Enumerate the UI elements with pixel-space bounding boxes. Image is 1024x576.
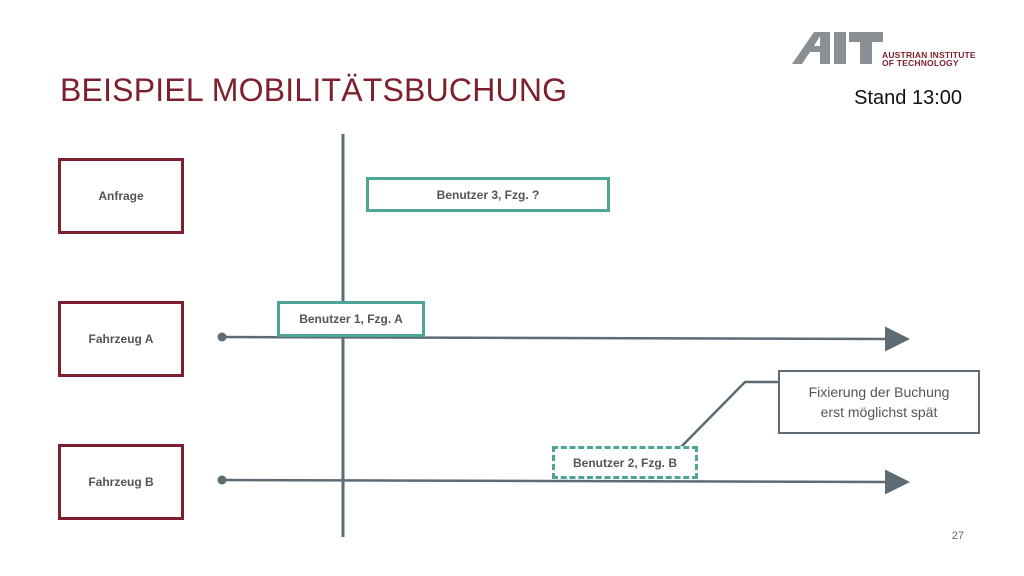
page-title: BEISPIEL MOBILITÄTSBUCHUNG [60, 72, 568, 108]
timeline-a-arrow [221, 326, 910, 352]
booking-benutzer-1: Benutzer 1, Fzg. A [277, 301, 425, 337]
note-line-2: erst möglichst spät [820, 404, 938, 420]
booking-benutzer-2: Benutzer 2, Fzg. B [552, 446, 698, 479]
timeline-b-arrow [221, 469, 910, 495]
row-fahrzeug-a: Fahrzeug A [58, 301, 184, 377]
logo-line-2: OF TECHNOLOGY [882, 58, 959, 68]
row-anfrage: Anfrage [58, 158, 184, 234]
note-connector [679, 380, 778, 449]
time-status: Stand 13:00 [854, 87, 962, 109]
ait-logo-mark [792, 32, 883, 64]
row-fahrzeug-b: Fahrzeug B [58, 444, 184, 520]
booking-benutzer-3: Benutzer 3, Fzg. ? [366, 177, 610, 212]
logo-line-1: AUSTRIAN INSTITUTE [882, 50, 976, 60]
note-callout: Fixierung der Buchung erst möglichst spä… [778, 370, 980, 434]
page-number: 27 [951, 530, 964, 542]
note-line-1: Fixierung der Buchung [808, 384, 950, 400]
